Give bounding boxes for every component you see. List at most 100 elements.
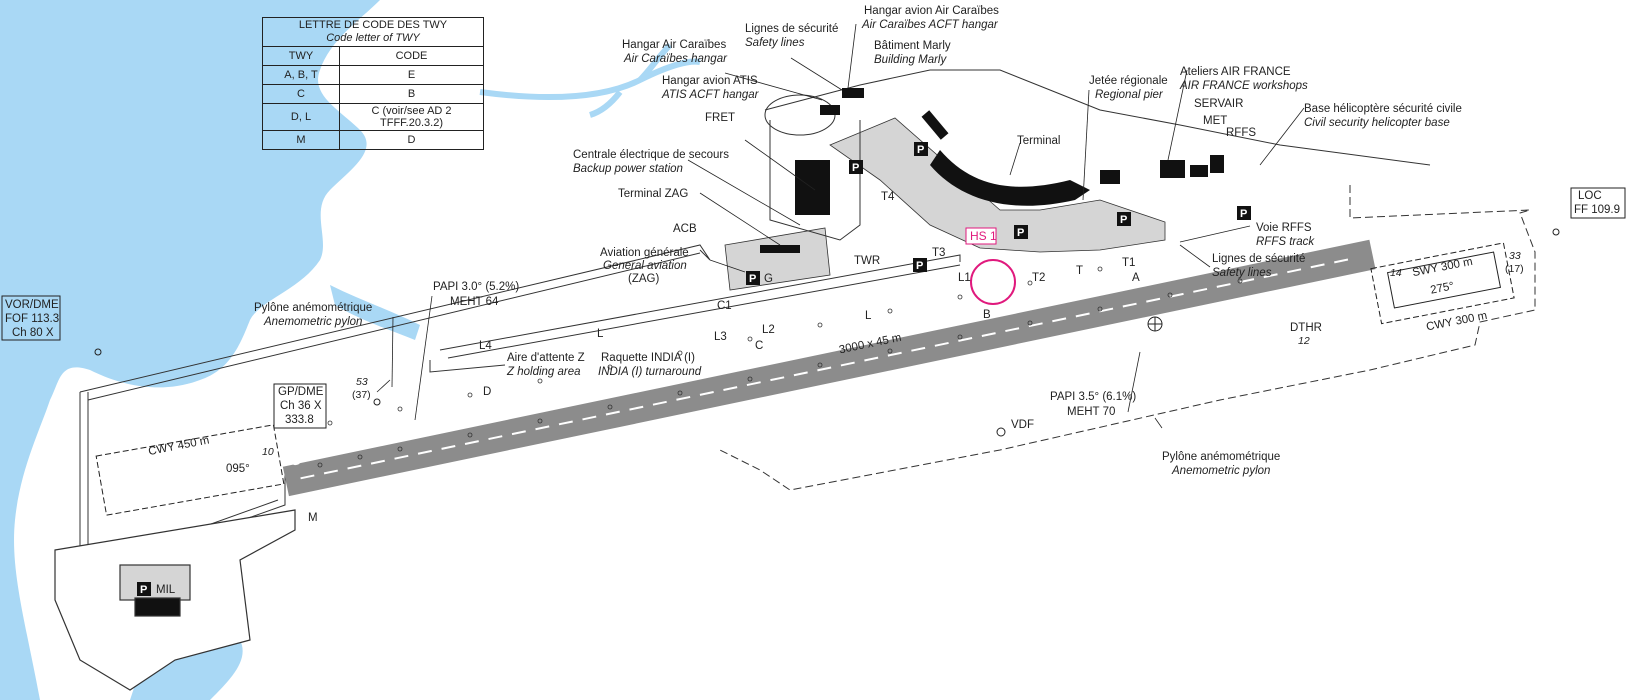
svg-text:ACB: ACB [673, 223, 697, 235]
svg-text:Ch 80 X: Ch 80 X [12, 327, 54, 339]
svg-text:Air Caraïbes hangar: Air Caraïbes hangar [623, 53, 728, 65]
svg-text:FF 109.9: FF 109.9 [1574, 204, 1620, 216]
gpdme-box [273, 383, 327, 429]
svg-text:275°: 275° [1429, 280, 1455, 296]
svg-text:Aviation générale: Aviation générale [600, 247, 689, 259]
svg-text:P: P [916, 260, 923, 272]
apron [724, 117, 1166, 291]
svg-text:Base hélicoptère sécurité civi: Base hélicoptère sécurité civile [1304, 103, 1462, 115]
svg-text:Safety lines: Safety lines [1212, 267, 1272, 279]
hotspot-box [965, 227, 997, 245]
svg-text:AIR FRANCE workshops: AIR FRANCE workshops [1179, 80, 1308, 92]
svg-text:Hangar avion Air Caraïbes: Hangar avion Air Caraïbes [864, 5, 999, 17]
svg-text:P: P [852, 162, 859, 174]
svg-text:Ch 36 X: Ch 36 X [280, 400, 322, 412]
svg-text:14: 14 [1390, 267, 1402, 279]
leader-lines [376, 23, 1305, 429]
svg-text:Lignes de sécurité: Lignes de sécurité [1212, 253, 1305, 265]
svg-text:MEHT 64: MEHT 64 [450, 296, 499, 308]
svg-text:Z holding area: Z holding area [506, 366, 581, 378]
svg-text:L: L [597, 328, 604, 340]
svg-text:PAPI 3.0° (5.2%): PAPI 3.0° (5.2%) [433, 281, 519, 293]
svg-text:C1: C1 [717, 300, 732, 312]
svg-text:53: 53 [356, 376, 368, 388]
runway-group [282, 239, 1376, 497]
header-twy: TWY [262, 46, 340, 66]
svg-text:ATIS ACFT hangar: ATIS ACFT hangar [661, 89, 760, 101]
svg-text:P: P [1120, 214, 1127, 226]
svg-text:Lignes de sécurité: Lignes de sécurité [745, 23, 838, 35]
svg-text:(17): (17) [1505, 263, 1524, 275]
header-code: CODE [339, 46, 484, 66]
svg-text:Anemometric pylon: Anemometric pylon [263, 316, 362, 328]
svg-text:VDF: VDF [1011, 419, 1034, 431]
svg-text:28: 28 [1269, 289, 1283, 303]
runway-centerline [300, 256, 1358, 480]
svg-text:Hangar avion ATIS: Hangar avion ATIS [662, 75, 758, 87]
svg-text:TWR: TWR [854, 255, 880, 267]
svg-text:10: 10 [262, 446, 274, 458]
svg-text:Bâtiment Marly: Bâtiment Marly [874, 40, 951, 52]
svg-text:Civil security helicopter base: Civil security helicopter base [1304, 117, 1450, 129]
svg-text:T: T [1076, 265, 1083, 277]
svg-text:Safety lines: Safety lines [745, 37, 805, 49]
cwy-east-area [1370, 242, 1515, 325]
svg-text:RFFS: RFFS [1226, 127, 1256, 139]
svg-text:T3: T3 [932, 247, 945, 259]
swy-east-area [1386, 251, 1502, 309]
svg-text:VOR/DME: VOR/DME [5, 299, 59, 311]
svg-text:L3: L3 [714, 331, 727, 343]
svg-text:P: P [1017, 227, 1024, 239]
military-area [54, 509, 296, 691]
svg-text:12: 12 [1298, 335, 1310, 347]
svg-text:B: B [983, 309, 991, 321]
svg-text:10: 10 [288, 452, 302, 466]
svg-text:FOF 113.3: FOF 113.3 [5, 313, 59, 325]
svg-text:P: P [140, 584, 147, 596]
svg-text:Ateliers AIR FRANCE: Ateliers AIR FRANCE [1180, 66, 1291, 78]
svg-text:L2: L2 [762, 324, 775, 336]
svg-text:MIL: MIL [156, 584, 176, 596]
svg-text:Anemometric pylon: Anemometric pylon [1171, 465, 1270, 477]
svg-text:L: L [865, 310, 872, 322]
svg-text:RFFS track: RFFS track [1256, 236, 1315, 248]
svg-text:T4: T4 [881, 191, 895, 203]
svg-text:A: A [1132, 272, 1140, 284]
map-labels: Hangar avion Air Caraïbes Air Caraïbes A… [5, 5, 1620, 524]
svg-text:P: P [1240, 208, 1247, 220]
svg-text:Building Marly: Building Marly [874, 54, 947, 66]
svg-text:MET: MET [1203, 115, 1227, 127]
svg-text:Pylône anémométrique: Pylône anémométrique [254, 302, 372, 314]
svg-text:T2: T2 [1032, 272, 1045, 284]
river [479, 42, 701, 118]
svg-text:Raquette INDIA (I): Raquette INDIA (I) [601, 352, 695, 364]
svg-text:LOC: LOC [1578, 190, 1602, 202]
parking-markers: P P P P P P P G P MIL [137, 142, 1251, 596]
svg-text:Air Caraïbes ACFT hangar: Air Caraïbes ACFT hangar [861, 19, 999, 31]
terminal-building [930, 150, 1090, 206]
svg-text:095°: 095° [226, 463, 250, 475]
svg-text:M: M [308, 512, 318, 524]
svg-text:Terminal ZAG: Terminal ZAG [618, 188, 688, 200]
svg-text:T1: T1 [1122, 257, 1135, 269]
airport-fence [719, 185, 1536, 491]
svg-text:Aire d'attente Z: Aire d'attente Z [507, 352, 585, 364]
navaid-symbols [94, 228, 1560, 437]
svg-text:Voie RFFS: Voie RFFS [1256, 222, 1312, 234]
loc-box [1570, 187, 1626, 219]
svg-text:Jetée régionale: Jetée régionale [1089, 75, 1168, 87]
cwy-west-area [95, 424, 285, 516]
hotspot-label: HS 1 [970, 229, 997, 243]
svg-text:Backup power station: Backup power station [573, 163, 683, 175]
svg-text:General aviation: General aviation [603, 260, 687, 272]
svg-text:L1: L1 [958, 272, 971, 284]
svg-text:SERVAIR: SERVAIR [1194, 98, 1243, 110]
svg-text:MEHT 70: MEHT 70 [1067, 406, 1115, 418]
svg-text:(ZAG): (ZAG) [628, 273, 659, 285]
buildings [760, 88, 1224, 253]
svg-text:P: P [917, 144, 924, 156]
